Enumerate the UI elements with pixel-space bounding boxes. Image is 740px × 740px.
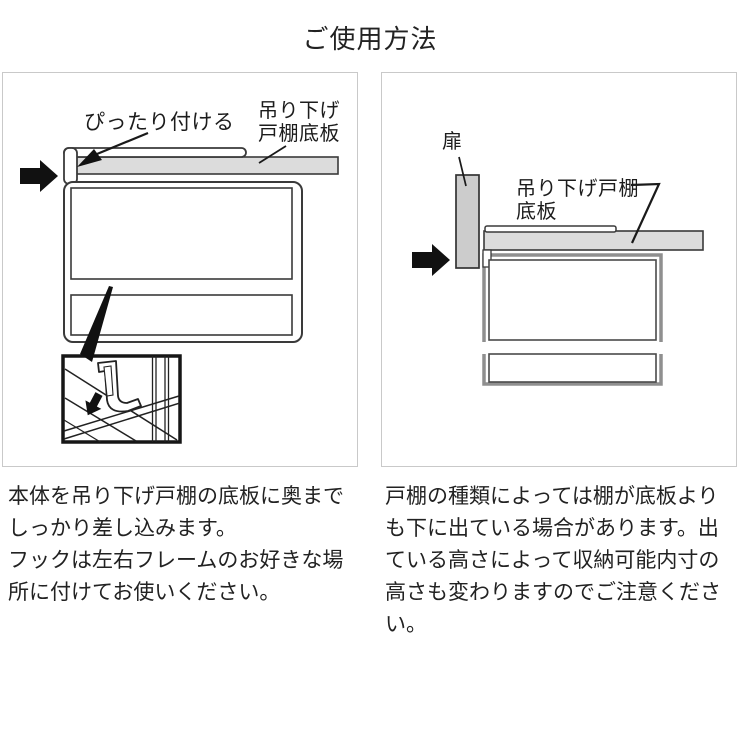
label-fit-snugly: ぴったり付ける [84,111,235,134]
diagram-panel-shelf-note [381,72,737,467]
label-cabinet-board-right: 吊り下げ戸棚 底板 [516,178,639,223]
page-title: ご使用方法 [302,24,438,54]
label-cabinet-board-left: 吊り下げ 戸棚底板 [258,100,340,145]
label-door: 扉 [442,131,463,153]
caption-insert-instructions: 本体を吊り下げ戸棚の底板に奥まで しっかり差し込みます。 フックは左右フレームの… [8,485,344,604]
caption-shelf-note: 戸棚の種類によっては棚が底板より も下に出ている場合があります。出 ている高さに… [385,485,721,636]
